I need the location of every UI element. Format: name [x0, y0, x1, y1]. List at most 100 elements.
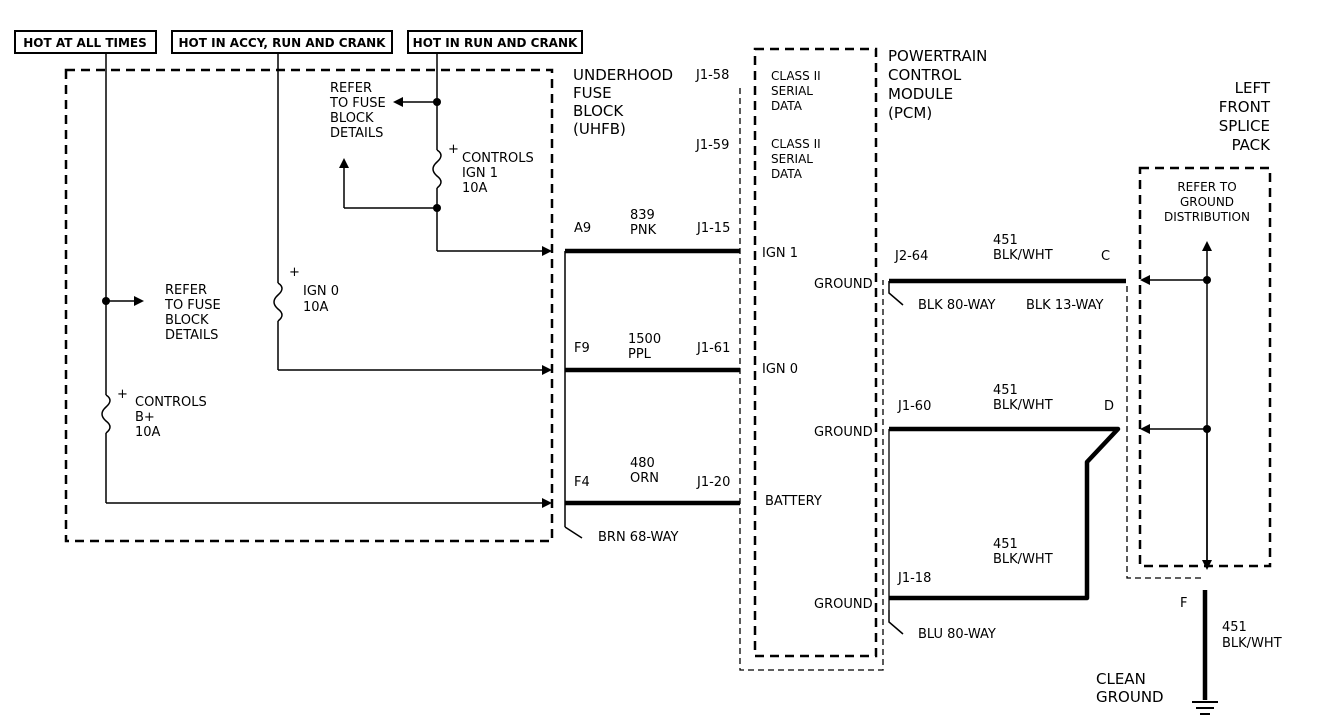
bplus-feed — [101, 53, 552, 508]
svg-text:REFER: REFER — [330, 81, 372, 96]
serial-data-j1-59: J1-59 CLASS II SERIAL DATA — [695, 137, 821, 181]
svg-text:POWERTRAIN: POWERTRAIN — [888, 47, 987, 65]
svg-text:D: D — [1104, 399, 1114, 414]
svg-text:FRONT: FRONT — [1219, 98, 1271, 116]
svg-text:+: + — [117, 387, 128, 402]
svg-text:451: 451 — [993, 537, 1018, 552]
svg-text:J1-58: J1-58 — [695, 68, 729, 83]
svg-text:CLASS II: CLASS II — [771, 137, 821, 151]
svg-text:TO FUSE: TO FUSE — [164, 298, 221, 313]
circuit-839: A9 839 PNK J1-15 IGN 1 — [565, 208, 798, 261]
svg-text:UNDERHOOD: UNDERHOOD — [573, 66, 673, 84]
serial-data-j1-58: J1-58 CLASS II SERIAL DATA — [695, 68, 821, 113]
pcm-title: POWERTRAIN CONTROL MODULE (PCM) — [888, 47, 987, 122]
uhfb-box — [64, 68, 554, 543]
svg-text:REFER: REFER — [165, 283, 207, 298]
svg-text:HOT IN RUN AND CRANK: HOT IN RUN AND CRANK — [413, 36, 578, 50]
svg-text:BLOCK: BLOCK — [573, 102, 624, 120]
circuit-1500: F9 1500 PPL J1-61 IGN 0 — [565, 332, 798, 377]
svg-text:PNK: PNK — [630, 223, 657, 238]
svg-text:10A: 10A — [462, 181, 488, 196]
svg-text:J1-18: J1-18 — [897, 571, 931, 586]
pcm-blu-connector-note: BLU 80-WAY — [918, 627, 996, 642]
svg-text:BLOCK: BLOCK — [165, 313, 209, 328]
svg-text:A9: A9 — [574, 221, 591, 236]
svg-text:IGN 1: IGN 1 — [762, 246, 798, 261]
splice-dot-c — [1203, 276, 1211, 284]
svg-text:GROUND: GROUND — [1096, 688, 1164, 706]
svg-text:CLEAN: CLEAN — [1096, 670, 1146, 688]
svg-text:J1-20: J1-20 — [696, 475, 730, 490]
pcm-ground-label-1: GROUND — [814, 277, 873, 292]
svg-text:PPL: PPL — [628, 347, 652, 362]
uhfb-connector-line — [564, 251, 583, 539]
svg-text:+: + — [289, 265, 300, 280]
svg-text:BLK/WHT: BLK/WHT — [993, 552, 1053, 567]
svg-text:GROUND: GROUND — [1180, 195, 1234, 209]
pcm-blk-connector-note: BLK 80-WAY — [918, 298, 996, 313]
uhfb-connector-note: BRN 68-WAY — [598, 530, 679, 545]
svg-text:CONTROLS: CONTROLS — [462, 151, 534, 166]
svg-text:HOT IN ACCY, RUN AND CRANK: HOT IN ACCY, RUN AND CRANK — [179, 36, 387, 50]
svg-text:451: 451 — [1222, 620, 1247, 635]
svg-text:BATTERY: BATTERY — [765, 494, 822, 509]
svg-text:IGN 0: IGN 0 — [303, 284, 339, 299]
svg-text:F4: F4 — [574, 475, 590, 490]
pcm-ground-label-3: GROUND — [814, 597, 873, 612]
svg-text:SPLICE: SPLICE — [1219, 117, 1270, 135]
ground-circuit-j1-60: J1-60 451 BLK/WHT D — [889, 383, 1121, 601]
ground-circuit-j2-64: J2-64 451 BLK/WHT C BLK 80-WAY BLK 13-WA… — [888, 233, 1126, 313]
svg-text:(UHFB): (UHFB) — [573, 120, 626, 138]
svg-text:MODULE: MODULE — [888, 85, 953, 103]
refer-fuse-block-top: REFER TO FUSE BLOCK DETAILS — [329, 81, 386, 141]
ground-symbol-icon — [1192, 701, 1218, 715]
svg-text:839: 839 — [630, 208, 655, 223]
svg-text:DETAILS: DETAILS — [165, 328, 218, 343]
pcm-ground-label-2: GROUND — [814, 425, 873, 440]
ign1-splice-dot-bottom — [433, 204, 441, 212]
svg-text:J1-15: J1-15 — [696, 221, 730, 236]
splice-box — [1138, 166, 1272, 568]
fuse-ign0-label: + IGN 0 10A — [289, 265, 339, 315]
power-label-hot-run-crank: HOT IN RUN AND CRANK — [407, 30, 583, 54]
splice-connector-outline — [1126, 286, 1205, 579]
clean-ground-circuit: F 451 BLK/WHT — [1180, 590, 1282, 700]
svg-text:CONTROLS: CONTROLS — [135, 395, 207, 410]
svg-text:J1-61: J1-61 — [696, 341, 730, 356]
fuse-ign1-label: + CONTROLS IGN 1 10A — [448, 142, 534, 196]
svg-text:480: 480 — [630, 456, 655, 471]
svg-text:BLOCK: BLOCK — [330, 111, 374, 126]
circuit-480: F4 480 ORN J1-20 BATTERY — [565, 456, 822, 509]
pcm-connector-outline — [739, 88, 884, 671]
splice-connector-note: BLK 13-WAY — [1026, 298, 1104, 313]
svg-text:BLK/WHT: BLK/WHT — [993, 398, 1053, 413]
svg-text:LEFT: LEFT — [1235, 79, 1271, 97]
svg-text:10A: 10A — [135, 425, 161, 440]
svg-text:TO FUSE: TO FUSE — [329, 96, 386, 111]
splice-bus — [1140, 241, 1212, 570]
svg-text:CLASS II: CLASS II — [771, 69, 821, 83]
svg-text:DATA: DATA — [771, 99, 803, 113]
svg-text:PACK: PACK — [1232, 136, 1272, 154]
svg-text:DETAILS: DETAILS — [330, 126, 383, 141]
splice-refer: REFER TO GROUND DISTRIBUTION — [1164, 180, 1250, 224]
svg-text:451: 451 — [993, 383, 1018, 398]
svg-text:IGN 1: IGN 1 — [462, 166, 498, 181]
svg-text:C: C — [1101, 249, 1110, 264]
svg-text:DATA: DATA — [771, 167, 803, 181]
svg-text:HOT AT ALL TIMES: HOT AT ALL TIMES — [23, 36, 147, 50]
splice-dot-d — [1203, 425, 1211, 433]
svg-text:J2-64: J2-64 — [894, 249, 928, 264]
ign0-feed — [273, 53, 552, 375]
clean-ground-label: CLEAN GROUND — [1096, 670, 1164, 706]
svg-text:ORN: ORN — [630, 471, 659, 486]
svg-text:REFER TO: REFER TO — [1177, 180, 1236, 194]
svg-text:F: F — [1180, 596, 1187, 611]
power-label-hot-accy-run-crank: HOT IN ACCY, RUN AND CRANK — [171, 30, 393, 54]
fuse-bplus-label: + CONTROLS B+ 10A — [117, 387, 207, 440]
svg-text:(PCM): (PCM) — [888, 104, 932, 122]
ground-circuit-j1-18: J1-18 451 BLK/WHT BLU 80-WAY — [888, 429, 1053, 642]
refer-fuse-block-left: REFER TO FUSE BLOCK DETAILS — [164, 283, 221, 343]
uhfb-title: UNDERHOOD FUSE BLOCK (UHFB) — [573, 66, 673, 138]
